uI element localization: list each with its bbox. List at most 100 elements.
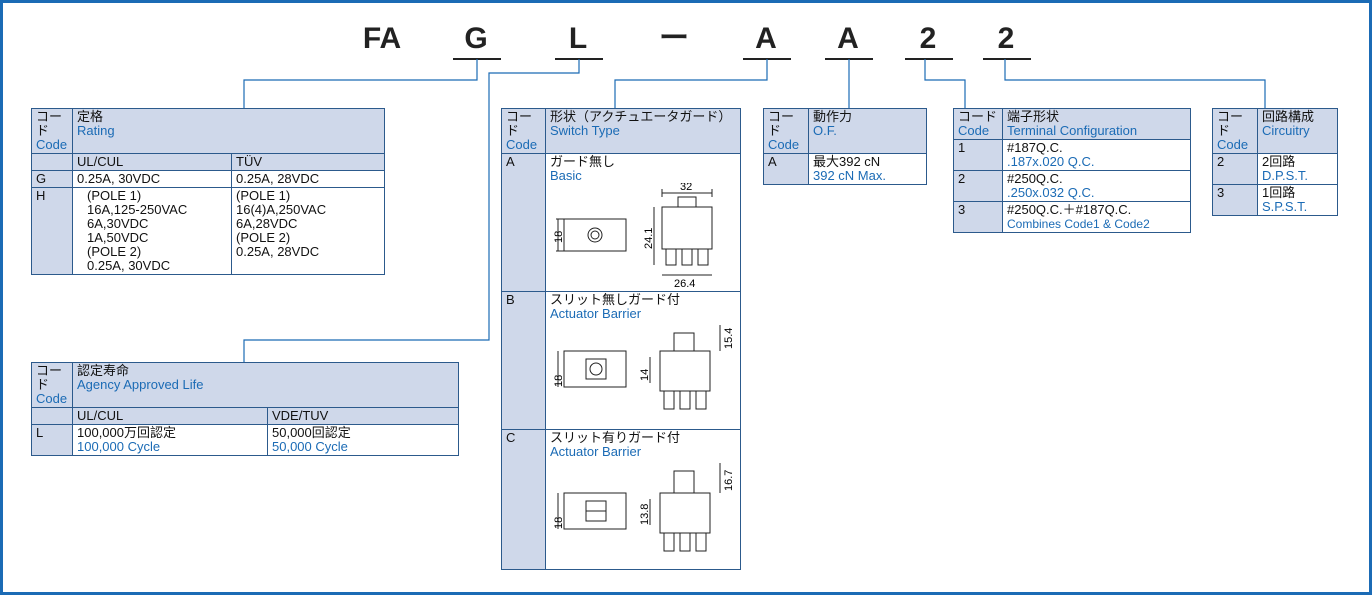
circuitry-value: 2回路 D.P.S.T. [1257, 153, 1338, 185]
circuitry-value-jp: 2回路 [1262, 154, 1296, 169]
switch-basic-drawing: 18 32 24.1 26.4 [553, 183, 713, 289]
rating-line: 0.25A, 30VDC [87, 258, 171, 273]
rating-line: 16(4)A,250VAC [236, 202, 327, 217]
circuitry-value: 1回路 S.P.S.T. [1257, 184, 1338, 216]
rating-row-h: H (POLE 1) 16A,125-250VAC 6A,30VDC 1A,50… [31, 187, 385, 275]
switch-type-code: A [501, 153, 546, 292]
code-label-jp: コード [1217, 109, 1244, 138]
circuitry-value-en: D.P.S.T. [1262, 168, 1309, 183]
part-code-rating: G [464, 22, 488, 55]
dim-label: 18 [553, 375, 565, 387]
rating-table: コード Code 定格 Rating UL/CUL TÜV G 0.25A, 3… [31, 108, 385, 275]
circuitry-value-en: S.P.S.T. [1262, 199, 1308, 214]
rating-code: G [31, 170, 73, 188]
switch-type-table: コード Code 形状（アクチュエータガード） Switch Type A ガー… [501, 108, 741, 570]
life-row-l: L 100,000万回認定 100,000 Cycle 50,000回認定 50… [31, 424, 459, 456]
circuitry-title-en: Circuitry [1262, 123, 1310, 138]
rating-title-en: Rating [77, 123, 115, 138]
life-title-jp: 認定寿命 [77, 363, 130, 378]
of-value-jp: 最大392 cN [813, 154, 881, 169]
switch-type-row-c: C スリット有りガード付 Actuator Barrier 18 16.7 [501, 429, 741, 570]
switch-barrier-drawing: 18 15.4 14 [553, 325, 735, 410]
switch-type-row-a: A ガード無し Basic 18 32 24.1 [501, 153, 741, 292]
circuitry-row-3: 3 1回路 S.P.S.T. [1212, 184, 1338, 216]
of-value-en: 392 cN Max. [813, 168, 886, 183]
rating-line: (POLE 1) [87, 188, 142, 203]
rating-tuv-value: 0.25A, 28VDC [231, 170, 385, 188]
rating-code: H [31, 187, 73, 275]
life-ul-en: 100,000 Cycle [77, 439, 161, 454]
of-value: 最大392 cN 392 cN Max. [808, 153, 927, 185]
switch-type-row-b: B スリット無しガード付 Actuator Barrier 18 15.4 [501, 291, 741, 430]
switch-type-title-en: Switch Type [550, 123, 620, 138]
terminal-value: #250Q.C. .250x.032 Q.C. [1002, 170, 1191, 202]
life-code: L [31, 424, 73, 456]
part-code-terminal: 2 [919, 22, 937, 55]
terminal-code: 3 [953, 201, 1003, 233]
rating-line: (POLE 1) [236, 188, 291, 203]
dim-label: 24.1 [643, 228, 655, 249]
switch-type-desc: スリット無しガード付 Actuator Barrier 18 15.4 14 [545, 291, 741, 430]
life-ul-jp: 100,000万回認定 [77, 425, 176, 440]
rating-ul-value: 0.25A, 30VDC [72, 170, 232, 188]
terminal-value-jp: #187Q.C. [1007, 140, 1063, 155]
part-code-dash: ー [659, 22, 689, 55]
code-label-en: Code [36, 391, 68, 406]
code-header-cell: コード Code [31, 362, 73, 408]
underline-of [825, 58, 873, 60]
dim-label: 26.4 [674, 278, 695, 289]
code-header-cell: コード Code [31, 108, 73, 154]
rating-line: 6A,30VDC [87, 216, 149, 231]
life-title-en: Agency Approved Life [77, 377, 204, 392]
switch-type-jp: スリット有りガード付 [550, 430, 681, 445]
life-vde-en: 50,000 Cycle [272, 439, 348, 454]
rating-title-cell: 定格 Rating [72, 108, 385, 154]
of-row-a: A 最大392 cN 392 cN Max. [763, 153, 927, 185]
part-prefix: FA [362, 22, 402, 55]
code-label-en: Code [768, 137, 800, 152]
life-vde-value: 50,000回認定 50,000 Cycle [267, 424, 459, 456]
of-title-cell: 動作力 O.F. [808, 108, 927, 154]
of-code: A [763, 153, 809, 185]
life-ul-value: 100,000万回認定 100,000 Cycle [72, 424, 268, 456]
underline-life [555, 58, 603, 60]
terminal-value-en: .187x.020 Q.C. [1007, 154, 1095, 169]
terminal-title-jp: 端子形状 [1007, 109, 1060, 124]
terminal-code: 1 [953, 139, 1003, 171]
terminal-value-en: Combines Code1 & Code2 [1007, 217, 1150, 231]
terminal-row-1: 1 #187Q.C. .187x.020 Q.C. [953, 139, 1191, 171]
terminal-title-cell: 端子形状 Terminal Configuration [1002, 108, 1191, 140]
rating-col-ul: UL/CUL [72, 153, 232, 171]
switch-type-en: Actuator Barrier [550, 306, 642, 321]
circuitry-code: 3 [1212, 184, 1258, 216]
switch-type-title-cell: 形状（アクチュエータガード） Switch Type [545, 108, 741, 154]
rating-line: 1A,50VDC [87, 230, 149, 245]
dim-label: 18 [553, 517, 565, 529]
switch-type-jp: スリット無しガード付 [550, 292, 681, 307]
life-title-cell: 認定寿命 Agency Approved Life [72, 362, 459, 408]
rating-line: (POLE 2) [87, 244, 142, 259]
rating-line: 0.25A, 28VDC [236, 244, 320, 259]
code-label-jp: コード [768, 109, 795, 138]
empty-cell [31, 407, 73, 425]
underline-circuitry [983, 58, 1031, 60]
circuitry-title-jp: 回路構成 [1262, 109, 1315, 124]
circuitry-value-jp: 1回路 [1262, 185, 1296, 200]
code-label-jp: コード [36, 363, 63, 392]
empty-cell [31, 153, 73, 171]
part-code-circuitry: 2 [997, 22, 1015, 55]
terminal-title-en: Terminal Configuration [1007, 123, 1138, 138]
of-title-en: O.F. [813, 123, 837, 138]
part-code-of: A [837, 22, 859, 55]
rating-title-jp: 定格 [77, 109, 104, 124]
rating-tuv-value: (POLE 1) 16(4)A,250VAC 6A,28VDC (POLE 2)… [231, 187, 385, 275]
dim-label: 15.4 [723, 328, 735, 349]
terminal-value: #187Q.C. .187x.020 Q.C. [1002, 139, 1191, 171]
switch-type-code: C [501, 429, 546, 570]
rating-row-g: G 0.25A, 30VDC 0.25A, 28VDC [31, 170, 385, 188]
underline-rating [453, 58, 501, 60]
terminal-row-3: 3 #250Q.C.＋#187Q.C. Combines Code1 & Cod… [953, 201, 1191, 233]
circuitry-code: 2 [1212, 153, 1258, 185]
part-code-life: L [568, 22, 588, 55]
circuitry-row-2: 2 2回路 D.P.S.T. [1212, 153, 1338, 185]
